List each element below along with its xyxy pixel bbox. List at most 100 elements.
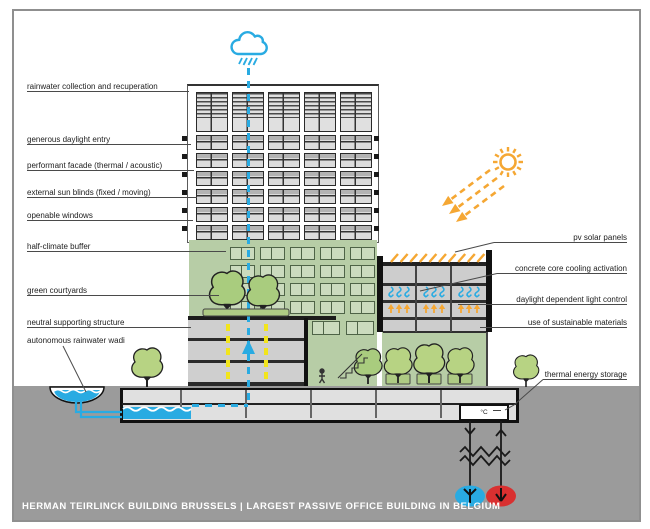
buffer-window [320, 265, 345, 278]
buffer-window [350, 265, 375, 278]
wing-roof [377, 262, 492, 266]
leader-line [27, 220, 193, 221]
leader-line [27, 91, 189, 92]
tower-window [340, 171, 372, 186]
label-rainwater-wadi: autonomous rainwater wadi [27, 336, 125, 345]
tower-window [196, 207, 228, 222]
tower-window-large [340, 92, 372, 132]
tower-window [304, 135, 336, 150]
label-performant-facade: performant facade (thermal / acoustic) [27, 161, 163, 170]
label-sun-blinds: external sun blinds (fixed / moving) [27, 188, 151, 197]
tower-window [304, 153, 336, 168]
facade-tick [182, 136, 187, 141]
buffer-window [290, 265, 315, 278]
tower-window-large [196, 92, 228, 132]
buffer-window [350, 283, 375, 296]
label-daylight-entry: generous daylight entry [27, 135, 111, 144]
facade-tick [374, 172, 379, 177]
tower-window [196, 225, 228, 240]
tower-window [340, 225, 372, 240]
core-duct-line [226, 324, 230, 382]
label-thermal-storage: thermal energy storage [544, 370, 627, 379]
facade-tick [182, 190, 187, 195]
buffer-window [230, 265, 255, 278]
buffer-window [260, 247, 285, 260]
buffer-window [350, 247, 375, 260]
label-core-cooling: concrete core cooling activation [514, 264, 627, 273]
basement-column [180, 390, 182, 418]
leader-line [543, 379, 627, 380]
facade-tick [374, 226, 379, 231]
label-pv-solar-panels: pv solar panels [573, 233, 627, 242]
floor-slab [188, 382, 304, 386]
heat-pump-dash [493, 410, 501, 411]
leader-line [27, 327, 191, 328]
facade-tick [374, 190, 379, 195]
label-climate-buffer: half-climate buffer [27, 242, 91, 251]
facade-tick [182, 154, 187, 159]
core-duct-line [264, 324, 268, 382]
tower-window-large [304, 92, 336, 132]
leader-line [27, 144, 191, 145]
facade-tick [182, 226, 187, 231]
buffer-window [260, 301, 285, 314]
basement-column [375, 390, 377, 418]
tower-window [340, 135, 372, 150]
tower-window [304, 207, 336, 222]
tower-window [304, 189, 336, 204]
leader-line [497, 273, 627, 274]
facade-tick [374, 208, 379, 213]
floor-slab [188, 338, 304, 341]
leader-line [494, 242, 627, 243]
label-supporting-structure: neutral supporting structure [27, 318, 125, 327]
facade-tick [374, 136, 379, 141]
buffer-window [290, 283, 315, 296]
wing-floor [383, 319, 486, 331]
tower-window [340, 189, 372, 204]
basement-slab [122, 403, 517, 405]
floor-slab [188, 360, 304, 363]
tower-window [196, 153, 228, 168]
tower-window-large [268, 92, 300, 132]
buffer-window [230, 301, 255, 314]
label-openable-windows: openable windows [27, 211, 93, 220]
tower-window [268, 189, 300, 204]
leader-line [27, 170, 194, 171]
courtyard-slab [188, 316, 336, 320]
tower-window [268, 225, 300, 240]
buffer-window [320, 283, 345, 296]
buffer-window [260, 265, 285, 278]
rainwater-reuse-line [192, 404, 248, 407]
tower-window [196, 171, 228, 186]
drawing-frame [12, 9, 641, 522]
atrium-window [346, 321, 374, 335]
wing-slab [383, 300, 486, 303]
leader-line [480, 327, 627, 328]
tower-window [340, 207, 372, 222]
buffer-window [350, 301, 375, 314]
tower-window [268, 135, 300, 150]
label-green-courtyards: green courtyards [27, 286, 88, 295]
heat-pump-unit: °C [459, 404, 509, 421]
label-daylight-control: daylight dependent light control [516, 295, 627, 304]
buffer-window [320, 247, 345, 260]
leader-line [27, 251, 226, 252]
label-rainwater-collection: rainwater collection and recuperation [27, 82, 158, 91]
tower-window [304, 171, 336, 186]
label-sustainable-materials: use of sustainable materials [527, 318, 627, 327]
leader-line [27, 197, 197, 198]
structure-post [304, 318, 308, 386]
rainwater-flow-line [247, 68, 250, 406]
heat-pump-label: °C [480, 409, 488, 416]
facade-tick [374, 154, 379, 159]
wing-slab [383, 330, 486, 333]
tower-window [268, 207, 300, 222]
leader-line [458, 304, 627, 305]
tower-window [268, 171, 300, 186]
wing-column [377, 256, 383, 332]
tower-window [340, 153, 372, 168]
tower-window [196, 135, 228, 150]
diagram-title: HERMAN TEIRLINCK BUILDING BRUSSELS | LAR… [22, 501, 501, 512]
buffer-window [320, 301, 345, 314]
